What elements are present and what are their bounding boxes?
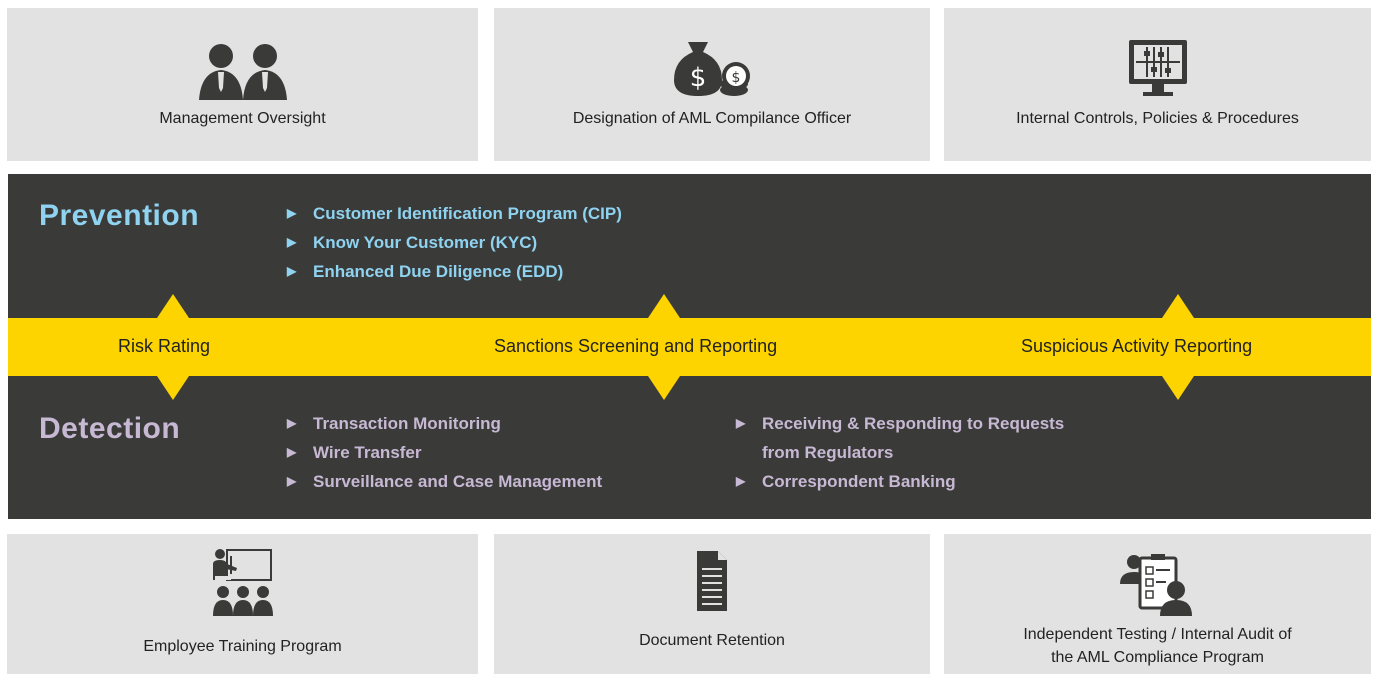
list-item: ▶Know Your Customer (KYC) <box>287 233 538 252</box>
card-label: Designation of AML Compilance Officer <box>572 110 852 127</box>
list-item: ▶Wire Transfer <box>287 443 422 462</box>
card-internal-controls: Internal Controls, Policies & Procedures <box>944 8 1371 161</box>
list-item: ▶Surveillance and Case Management <box>287 472 603 491</box>
card-management-oversight: Management Oversight <box>7 8 478 161</box>
card-label: Management Oversight <box>159 110 326 127</box>
list-item: ▶Correspondent Banking <box>736 472 956 491</box>
money-bag-icon: $ $ <box>494 38 930 98</box>
card-document-retention: Document Retention <box>494 534 930 674</box>
monitor-controls-icon <box>944 38 1371 98</box>
card-label-line1: Independent Testing / Internal Audit of <box>1023 626 1292 643</box>
detection-list-left: ▶Transaction Monitoring ▶Wire Transfer ▶… <box>287 409 602 496</box>
strip-arrow-down <box>157 376 189 400</box>
strip-arrow-down <box>648 376 680 400</box>
list-item: ▶Transaction Monitoring <box>287 414 501 433</box>
strip-arrow-up <box>1162 294 1194 318</box>
audit-icon <box>944 550 1371 616</box>
managers-icon <box>7 42 478 100</box>
list-item: ▶Customer Identification Program (CIP) <box>287 204 622 223</box>
strip-arrow-up <box>157 294 189 318</box>
detection-list-right: ▶Receiving & Responding to Requests from… <box>736 409 1064 496</box>
list-item-continuation: from Regulators <box>762 443 894 462</box>
prevention-band <box>8 174 1371 318</box>
card-independent-testing: Independent Testing / Internal Audit of … <box>944 534 1371 674</box>
detection-heading: Detection <box>39 412 181 445</box>
training-icon <box>7 546 478 618</box>
prevention-list: ▶Customer Identification Program (CIP) ▶… <box>287 199 622 286</box>
card-label: Employee Training Program <box>143 638 342 655</box>
detection-band <box>8 376 1371 519</box>
prevention-heading: Prevention <box>39 199 200 232</box>
list-item: ▶Enhanced Due Diligence (EDD) <box>287 262 564 281</box>
card-label-line2: the AML Compliance Program <box>1051 649 1264 666</box>
card-aml-officer: $ $ Designation of AML Compilance Office… <box>494 8 930 161</box>
strip-arrow-down <box>1162 376 1194 400</box>
strip-arrow-up <box>648 294 680 318</box>
process-strip <box>8 318 1371 376</box>
strip-label-risk-rating: Risk Rating <box>118 336 211 356</box>
strip-label-sanctions: Sanctions Screening and Reporting <box>494 336 778 356</box>
list-item: ▶Receiving & Responding to Requests <box>736 414 1065 433</box>
document-icon <box>494 550 930 612</box>
card-employee-training: Employee Training Program <box>7 534 478 674</box>
card-label: Document Retention <box>639 632 785 649</box>
card-label: Internal Controls, Policies & Procedures <box>1016 110 1299 127</box>
svg-text:$: $ <box>690 63 707 93</box>
svg-text:$: $ <box>732 70 741 86</box>
strip-label-suspicious: Suspicious Activity Reporting <box>1021 336 1253 356</box>
